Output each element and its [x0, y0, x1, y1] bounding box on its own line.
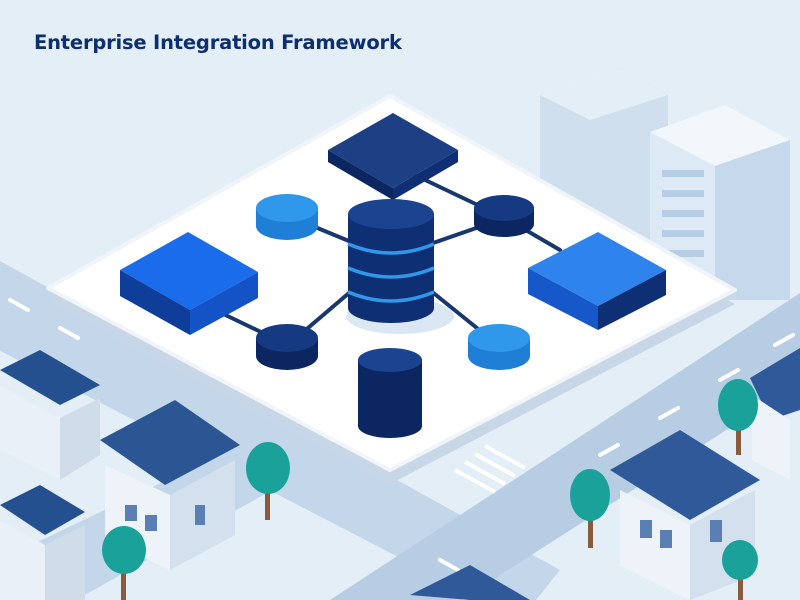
tree-icon	[722, 540, 758, 600]
house-icon	[610, 430, 760, 600]
network-node-icon	[468, 324, 530, 370]
server-icon	[120, 232, 258, 335]
database-icon	[358, 348, 422, 438]
tree-icon	[102, 526, 146, 600]
tree-icon	[570, 469, 610, 548]
server-icon	[528, 232, 666, 330]
tree-icon	[718, 379, 758, 455]
network-node-icon	[256, 194, 318, 240]
database-icon	[346, 199, 454, 334]
house-icon	[0, 350, 100, 480]
network-node-icon	[474, 195, 534, 237]
server-icon	[328, 113, 458, 200]
house-icon	[410, 565, 530, 600]
house-icon	[0, 485, 85, 600]
tree-icon	[246, 442, 290, 520]
house-icon	[750, 348, 800, 480]
network-node-icon	[256, 324, 318, 370]
page-title: Enterprise Integration Framework	[34, 31, 402, 54]
